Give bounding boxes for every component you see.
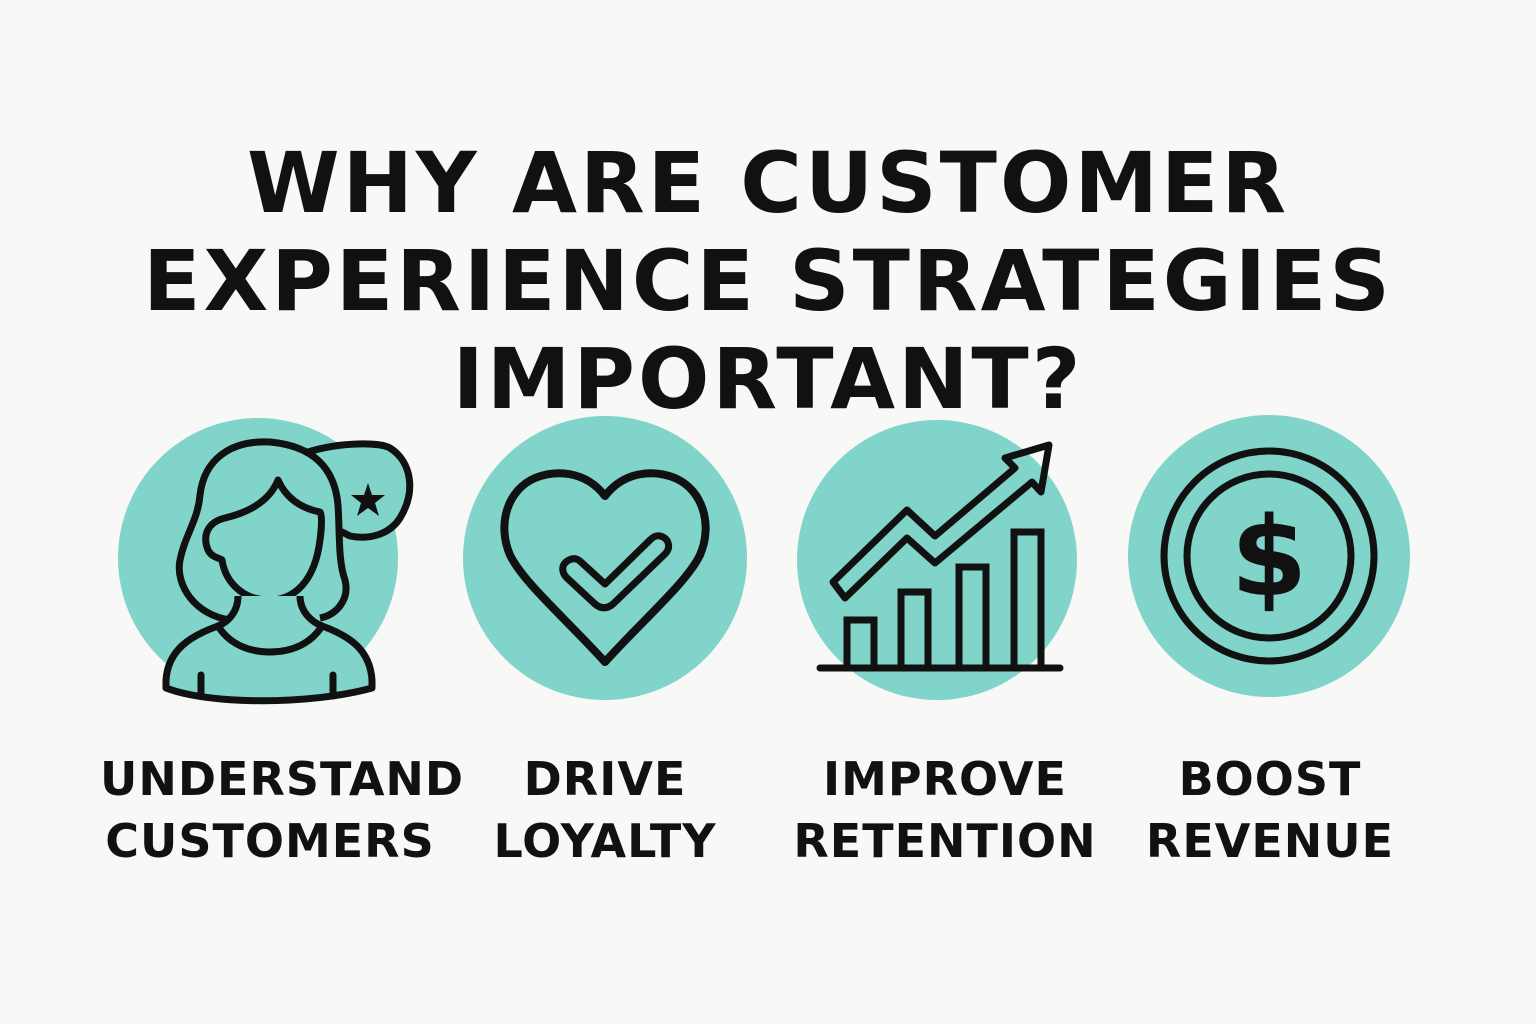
svg-text:$: $ [1231, 493, 1308, 621]
title-line-2: EXPERIENCE STRATEGIES [143, 232, 1393, 331]
benefit-label: DRIVE LOYALTY [493, 752, 717, 868]
benefit-improve-retention: IMPROVE RETENTION [775, 400, 1115, 880]
benefit-label: IMPROVE RETENTION [793, 752, 1097, 868]
title-line-1: WHY ARE CUSTOMER [246, 134, 1290, 233]
title-line-3: IMPORTANT? [452, 330, 1084, 429]
benefit-label: UNDERSTAND CUSTOMERS [100, 752, 465, 868]
benefit-label: BOOST REVENUE [1145, 752, 1395, 868]
benefit-drive-loyalty: DRIVE LOYALTY [435, 400, 775, 880]
customer-star-icon [118, 418, 414, 705]
benefit-boost-revenue: $ BOOST REVENUE [1100, 400, 1440, 880]
dollar-coin-icon: $ [1128, 415, 1410, 697]
benefit-understand-customers: UNDERSTAND CUSTOMERS [100, 400, 465, 880]
page-title: WHY ARE CUSTOMER EXPERIENCE STRATEGIES I… [0, 134, 1536, 428]
heart-check-icon [463, 416, 747, 700]
growth-chart-icon [797, 420, 1077, 700]
